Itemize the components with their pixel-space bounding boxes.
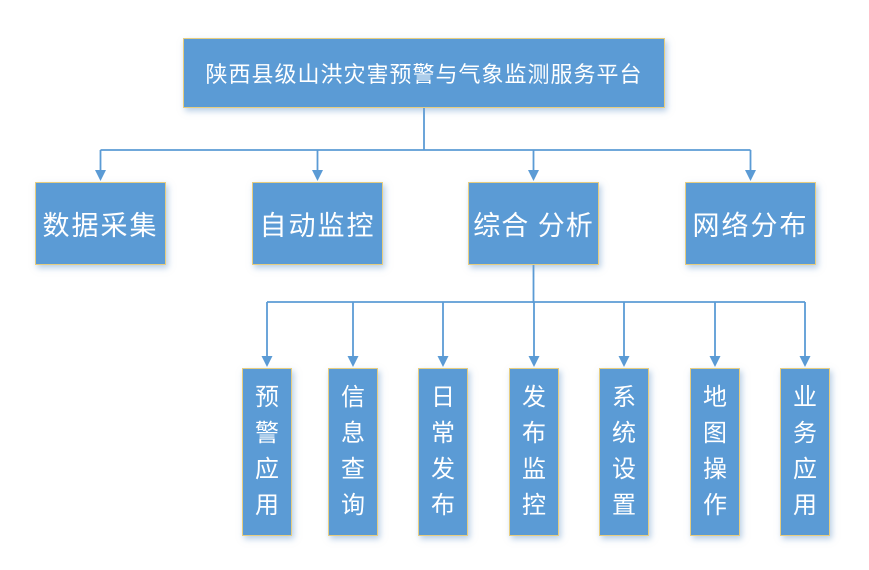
node-business-application: 业务应用: [780, 368, 830, 536]
node-label: 日常发布: [431, 384, 455, 519]
down-arrowhead-icon: [261, 356, 273, 367]
down-arrowhead-icon: [95, 170, 106, 181]
node-system-settings: 系统设置: [599, 368, 649, 536]
node-release-monitoring: 发布监控: [509, 368, 559, 536]
down-arrowhead-icon: [799, 356, 811, 367]
node-label: 自动监控: [259, 211, 376, 241]
down-arrowhead-icon: [528, 356, 540, 367]
down-arrowhead-icon: [437, 356, 449, 367]
node-label: 业务应用: [793, 384, 817, 519]
node-label: 数据采集: [42, 211, 159, 241]
node-comprehensive-analysis: 综合 分析: [468, 182, 599, 265]
node-daily-release: 日常发布: [418, 368, 468, 536]
node-warning-application: 预警应用: [242, 368, 292, 536]
node-map-operation: 地图操作: [690, 368, 740, 536]
down-arrowhead-icon: [618, 356, 630, 367]
node-label: 综合 分析: [473, 211, 594, 241]
down-arrowhead-icon: [709, 356, 721, 367]
down-arrowhead-icon: [745, 170, 756, 181]
node-label: 网络分布: [692, 211, 809, 241]
node-network-distribution: 网络分布: [685, 182, 816, 265]
down-arrowhead-icon: [347, 356, 359, 367]
node-data-collection: 数据采集: [35, 182, 166, 265]
node-auto-monitoring: 自动监控: [252, 182, 383, 265]
node-label: 预警应用: [255, 384, 279, 519]
node-label: 系统设置: [612, 384, 636, 519]
node-label: 发布监控: [522, 384, 546, 519]
node-label: 陕西县级山洪灾害预警与气象监测服务平台: [205, 62, 643, 87]
node-label: 地图操作: [703, 384, 727, 519]
down-arrowhead-icon: [528, 170, 539, 181]
down-arrowhead-icon: [312, 170, 323, 181]
node-info-query: 信息查询: [328, 368, 378, 536]
node-platform-title: 陕西县级山洪灾害预警与气象监测服务平台: [183, 38, 665, 108]
node-label: 信息查询: [341, 384, 365, 519]
